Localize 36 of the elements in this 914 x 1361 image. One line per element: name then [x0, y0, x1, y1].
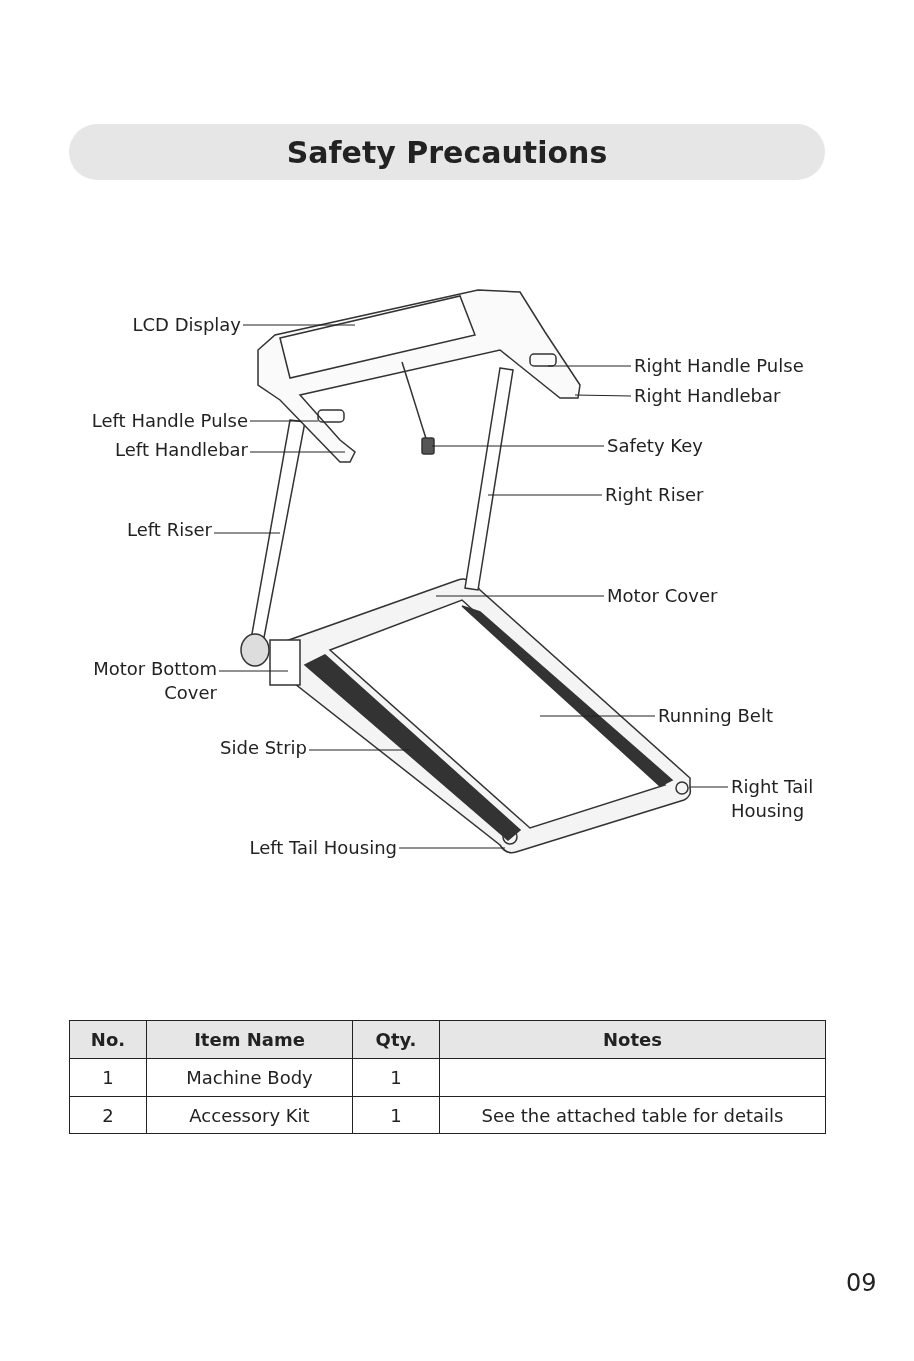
leader-line — [218, 670, 289, 672]
part-label: Left Riser — [100, 518, 212, 542]
leader-line — [689, 786, 729, 788]
part-label: Motor Cover — [607, 584, 747, 608]
leader-line — [308, 749, 411, 751]
part-label: Right Riser — [605, 483, 745, 507]
part-label: Left Handlebar — [88, 438, 248, 462]
leader-line — [249, 451, 346, 453]
leader-line — [435, 595, 605, 597]
leader-line — [574, 394, 632, 397]
part-label: Right Handlebar — [634, 384, 814, 408]
part-label: Running Belt — [658, 704, 808, 728]
leader-line — [487, 494, 603, 496]
header-cell: Qty. — [352, 1020, 440, 1059]
part-label: Right Handle Pulse — [634, 354, 834, 378]
page-number: 09 — [846, 1268, 877, 1298]
leader-line — [249, 420, 319, 422]
part-label: Motor Bottom Cover — [70, 657, 217, 705]
leader-line — [242, 324, 356, 326]
table-cell: 2 — [69, 1096, 147, 1134]
part-label: Right Tail Housing — [731, 775, 831, 823]
part-label: Left Tail Housing — [215, 836, 397, 860]
part-label: Left Handle Pulse — [62, 409, 248, 433]
leader-line — [213, 532, 281, 534]
header-cell: No. — [69, 1020, 147, 1059]
title-banner: Safety Precautions — [69, 124, 825, 180]
leader-line — [398, 847, 506, 849]
leader-line — [539, 715, 656, 717]
header-cell: Notes — [439, 1020, 826, 1059]
part-label: LCD Display — [116, 313, 241, 337]
part-label: Safety Key — [607, 434, 747, 458]
header-cell: Item Name — [146, 1020, 353, 1059]
part-label: Side Strip — [195, 736, 307, 760]
leader-line — [547, 365, 632, 367]
leader-line — [431, 445, 605, 447]
table-cell: See the attached table for details — [439, 1096, 826, 1134]
